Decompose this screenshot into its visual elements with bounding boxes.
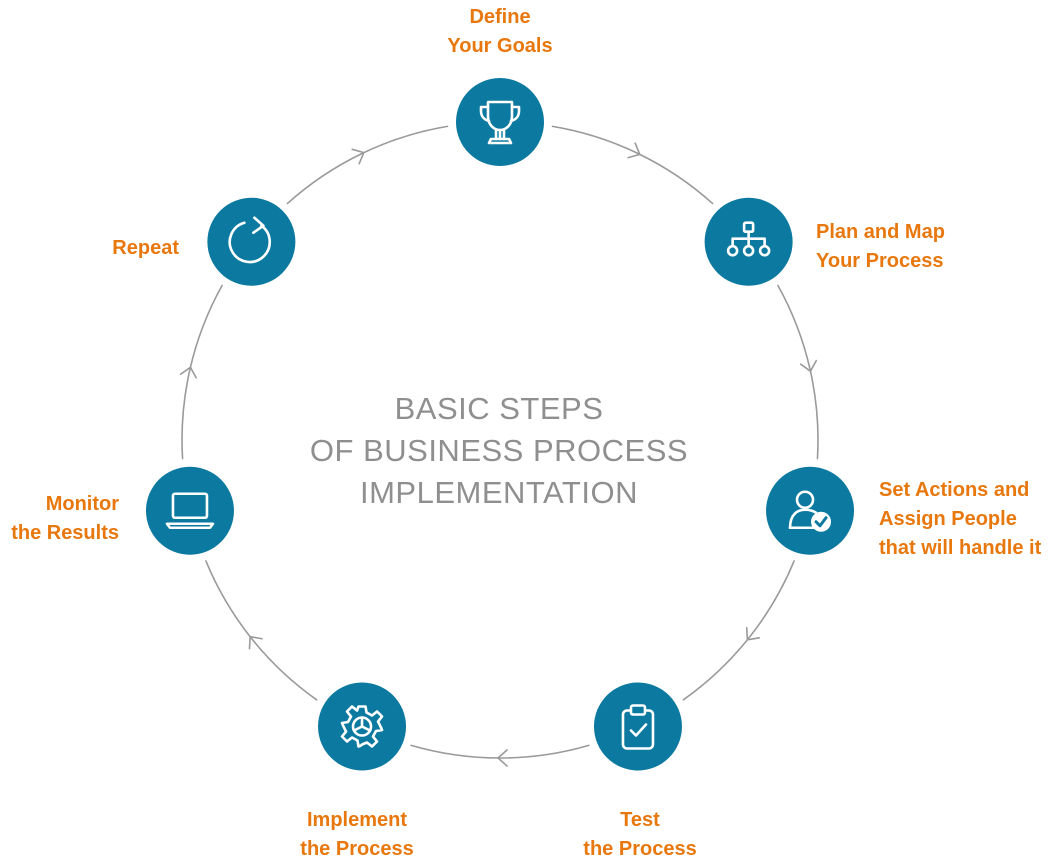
title-line-2: OF BUSINESS PROCESS xyxy=(309,433,689,468)
diagram-title: BASIC STEPS OF BUSINESS PROCESS IMPLEMEN… xyxy=(250,388,748,514)
label-set-actions-line-3: that will handle it xyxy=(879,537,1042,559)
label-repeat: Repeat xyxy=(60,234,179,263)
connector-arc xyxy=(181,284,223,460)
laptop-icon xyxy=(165,492,215,530)
step-node-implement xyxy=(318,682,407,771)
connector-arrows xyxy=(179,125,819,767)
step-node-circle xyxy=(456,78,544,166)
arrow-head-icon xyxy=(627,142,641,159)
label-monitor: Monitor the Results xyxy=(0,490,119,548)
label-plan-map-line-1: Plan and Map xyxy=(816,221,945,243)
step-node-circle xyxy=(207,197,296,286)
label-plan-map: Plan and Map Your Process xyxy=(816,218,945,276)
arrow-head-icon xyxy=(799,359,818,372)
label-plan-map-line-2: Your Process xyxy=(816,250,944,272)
connector-arc xyxy=(205,560,318,701)
step-node-set-actions xyxy=(766,466,855,555)
step-node-plan-map xyxy=(704,197,793,286)
step-node-monitor xyxy=(145,466,234,555)
arrow-head-icon xyxy=(745,627,761,641)
arrow-head-icon xyxy=(179,366,198,379)
label-test-line-2: the Process xyxy=(583,838,697,860)
user-check-icon xyxy=(788,490,832,532)
arrow-head-icon xyxy=(248,635,263,650)
step-nodes xyxy=(145,78,855,771)
label-define-goals-line-1: Define xyxy=(469,6,531,28)
label-monitor-line-1: Monitor xyxy=(45,493,119,515)
label-test-line-1: Test xyxy=(620,809,660,831)
label-set-actions: Set Actions and Assign People that will … xyxy=(879,476,1041,563)
step-node-circle xyxy=(593,682,682,771)
label-monitor-line-2: the Results xyxy=(11,522,119,544)
label-implement: Implement the Process xyxy=(277,806,437,864)
connector-arc xyxy=(286,125,449,205)
connector-arc xyxy=(777,284,819,460)
connector-arc xyxy=(410,744,590,759)
title-line-3: IMPLEMENTATION xyxy=(360,475,638,510)
connector-arc xyxy=(682,560,795,701)
clipboard-check-icon xyxy=(621,704,655,750)
connector-arc xyxy=(551,125,714,205)
refresh-icon xyxy=(228,216,272,264)
label-set-actions-line-2: Assign People xyxy=(879,508,1017,530)
title-line-1: BASIC STEPS xyxy=(394,391,604,426)
arrow-head-icon xyxy=(351,148,365,165)
arrow-head-icon xyxy=(497,749,508,767)
label-set-actions-line-1: Set Actions and xyxy=(879,479,1030,501)
label-test: Test the Process xyxy=(560,806,720,864)
label-implement-line-1: Implement xyxy=(306,809,408,831)
label-implement-line-2: the Process xyxy=(300,838,414,860)
org-chart-icon xyxy=(726,221,771,257)
step-node-repeat xyxy=(207,197,296,286)
gear-icon xyxy=(340,705,384,748)
step-node-define-goals xyxy=(456,78,544,166)
label-define-goals: Define Your Goals xyxy=(400,3,600,61)
step-node-circle xyxy=(145,466,234,555)
label-define-goals-line-2: Your Goals xyxy=(447,35,553,57)
trophy-icon xyxy=(479,100,521,145)
step-node-test xyxy=(593,682,682,771)
label-repeat-line-1: Repeat xyxy=(112,237,179,259)
